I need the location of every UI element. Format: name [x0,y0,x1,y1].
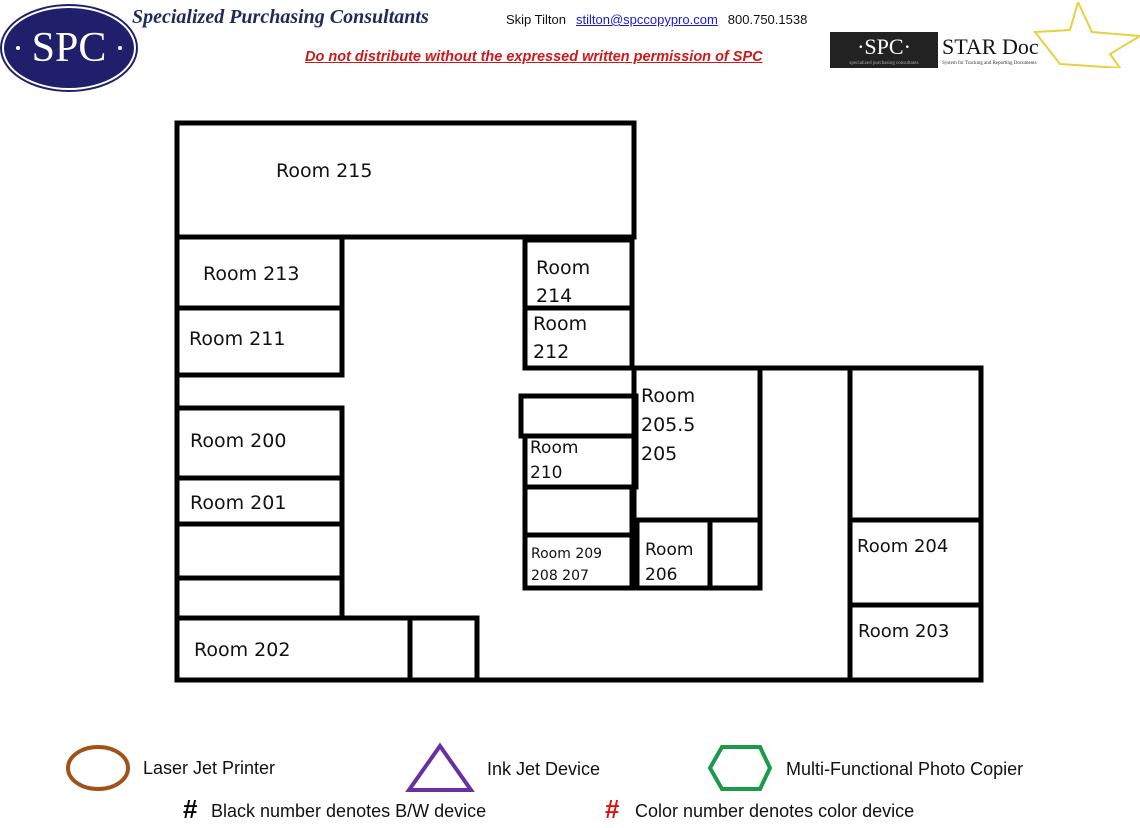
unlabeled-room [174,575,345,621]
room-label: 205 [641,443,677,465]
contact-name: Skip Tilton [506,12,566,27]
room-label: Room [536,257,590,279]
contact-info: Skip Tilton stilton@spccopypro.com 800.7… [506,12,807,27]
color-hash-icon: # [605,794,620,824]
unlabeled-room [407,615,480,683]
room-label: Room [533,313,587,335]
stardoc-spc-sub: specialized purchasing consultants [849,61,918,66]
legend-laser-label: Laser Jet Printer [143,758,276,778]
unlabeled-room [174,521,345,581]
stardoc-subtitle: System for Tracking and Reporting Docume… [942,61,1037,66]
laser-jet-circle-icon [66,745,130,791]
room-label: 208 207 [531,568,589,584]
room-label: Room 200 [190,430,286,452]
legend-color-label: Color number denotes color device [635,801,915,821]
unlabeled-room [518,393,639,439]
mfp-hexagon-icon [707,745,773,791]
room-label: 210 [530,463,562,483]
legend-inkjet-label: Ink Jet Device [487,759,601,779]
room-label: Room 211 [189,328,285,350]
room-209-208-207 [522,532,635,591]
star-icon [1033,2,1140,68]
room-label: Room 209 [531,546,602,562]
room-label: Room [641,385,695,407]
room-label: Room [530,438,578,458]
bw-hash-icon: # [183,794,198,824]
unlabeled-room [707,517,763,591]
distribution-warning: Do not distribute without the expressed … [305,49,763,65]
logo-dot [16,46,20,50]
contact-phone: 800.750.1538 [727,12,808,27]
room-label: Room 213 [203,263,299,285]
stardoc-title: STAR Doc [942,34,1039,59]
star-doc-logo: ·SPC· specialized purchasing consultants… [830,2,1140,68]
room-label: 205.5 [641,414,695,436]
room-label: 214 [536,285,572,307]
room-label: Room 204 [857,536,948,557]
room-204 [847,517,984,608]
logo-dot [118,46,122,50]
stardoc-spc-block [830,32,938,68]
room-212 [522,305,635,371]
room-label: Room 201 [190,492,286,514]
contact-email-link[interactable]: stilton@spccopypro.com [575,12,718,27]
room-label: 212 [533,341,569,363]
room-211 [174,305,345,378]
logo-text: SPC [31,25,107,71]
room-label: Room 202 [194,639,290,661]
room-215 [174,120,637,240]
legend-mfp-label: Multi-Functional Photo Copier [786,759,1024,779]
room-203 [847,602,984,683]
room-label: Room 203 [858,621,949,642]
room-label: 206 [645,565,677,585]
unlabeled-room [522,484,635,538]
legend-bw-label: Black number denotes B/W device [211,801,487,821]
spc-logo: SPC [2,6,136,90]
unlabeled-room [847,365,984,523]
ink-jet-triangle-icon [405,742,475,792]
room-label: Room 215 [276,160,372,182]
room-label: Room [645,540,693,560]
company-name: Specialized Purchasing Consultants [132,6,429,28]
stardoc-spc: ·SPC· [857,34,911,59]
